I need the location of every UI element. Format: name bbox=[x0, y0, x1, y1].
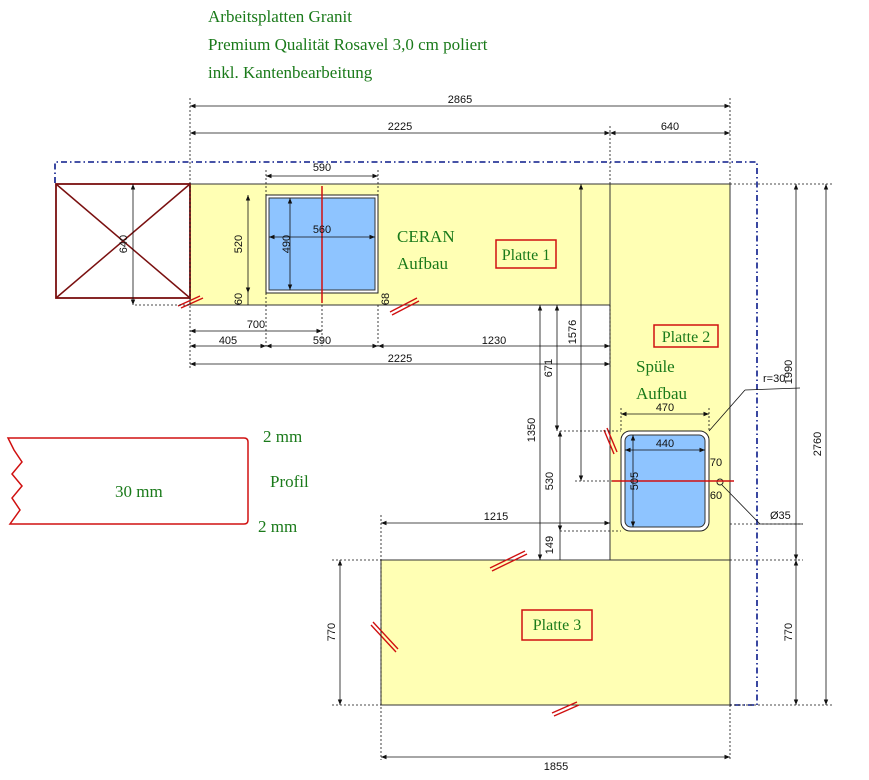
dim-530: 530 bbox=[544, 472, 556, 490]
ceran-aufbau-label: Aufbau bbox=[397, 254, 448, 273]
dim-hole-diameter: Ø35 bbox=[770, 510, 791, 522]
platte-3-label: Platte 3 bbox=[533, 617, 581, 634]
dim-1230: 1230 bbox=[482, 335, 506, 347]
dim-cooktop-inner-height: 490 bbox=[281, 235, 293, 253]
dim-width-right: 640 bbox=[661, 121, 679, 133]
dim-1215: 1215 bbox=[484, 511, 508, 523]
dim-671: 671 bbox=[543, 359, 555, 377]
dim-cooktop-gap-68: 68 bbox=[380, 293, 392, 305]
dimension-lines bbox=[130, 98, 832, 760]
dim-1576: 1576 bbox=[567, 320, 579, 344]
platte-1-label: Platte 1 bbox=[502, 247, 550, 264]
dim-sink-60: 60 bbox=[710, 490, 722, 502]
profile-title: Profil bbox=[270, 472, 309, 491]
dim-radius: r=30 bbox=[763, 373, 785, 385]
header-title: Arbeitsplatten Granit bbox=[208, 7, 352, 26]
dim-cooktop-gap-60: 60 bbox=[233, 293, 245, 305]
dim-platte-3-depth-right: 770 bbox=[783, 623, 795, 641]
dim-cooktop-outer: 590 bbox=[313, 162, 331, 174]
dim-platte-3-depth-left: 770 bbox=[326, 623, 338, 641]
dim-sink-70: 70 bbox=[710, 457, 722, 469]
dim-total-width: 2865 bbox=[448, 94, 472, 106]
dim-1990: 1990 bbox=[783, 360, 795, 384]
dim-149: 149 bbox=[544, 536, 556, 554]
dim-405: 405 bbox=[219, 335, 237, 347]
seam-marks bbox=[177, 295, 618, 717]
dim-cooktop-depth: 520 bbox=[233, 235, 245, 253]
dim-sink-outer: 470 bbox=[656, 402, 674, 414]
dim-cooktop-inner: 560 bbox=[313, 224, 331, 236]
dim-sink-height: 505 bbox=[629, 472, 641, 490]
spuele-label: Spüle bbox=[636, 357, 675, 376]
dim-bottom-2225: 2225 bbox=[388, 353, 412, 365]
header-material: Premium Qualität Rosavel 3,0 cm poliert bbox=[208, 35, 488, 54]
edge-profile-sketch bbox=[6, 437, 249, 525]
header-edges: inkl. Kantenbearbeitung bbox=[208, 63, 373, 82]
platte-2-label: Platte 2 bbox=[662, 329, 710, 346]
dim-700: 700 bbox=[247, 319, 265, 331]
ceran-label: CERAN bbox=[397, 227, 455, 246]
spuele-aufbau-label: Aufbau bbox=[636, 384, 687, 403]
platte-1-label-box bbox=[495, 239, 557, 269]
dim-590: 590 bbox=[313, 335, 331, 347]
dim-platte-3-width: 1855 bbox=[544, 761, 568, 773]
dim-total-depth: 2760 bbox=[812, 432, 824, 456]
platte-3-label-box bbox=[521, 609, 593, 641]
platte-2-label-box bbox=[653, 324, 719, 348]
dim-pillar-depth: 640 bbox=[118, 235, 130, 253]
profile-bottom-edge: 2 mm bbox=[258, 517, 297, 536]
platte-1-slab bbox=[189, 183, 611, 306]
dim-width-left: 2225 bbox=[388, 121, 412, 133]
profile-top-edge: 2 mm bbox=[263, 427, 302, 446]
dim-1350: 1350 bbox=[526, 418, 538, 442]
pillar-crossed-box bbox=[55, 183, 191, 299]
profile-thickness: 30 mm bbox=[115, 482, 163, 501]
dim-sink-inner: 440 bbox=[656, 438, 674, 450]
